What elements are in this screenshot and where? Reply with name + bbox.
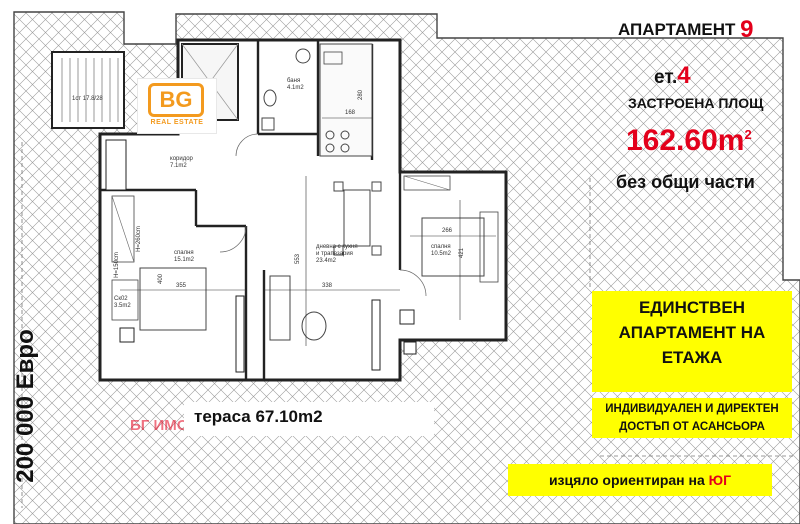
living-label: дневна с кухня и трапезария 23.4m2 <box>316 244 358 264</box>
no-common-parts: без общи части <box>616 172 755 192</box>
company-logo: BG REAL ESTATE <box>137 78 217 134</box>
apartment-title: АПАРТАМЕНТ 9 <box>618 16 754 44</box>
built-area-label: ЗАСТРОЕНА ПЛОЩ <box>628 95 764 111</box>
corridor-label: коридор 7.1m2 <box>170 156 193 169</box>
bedroom2-label: спалня 10.5m2 <box>431 244 452 257</box>
only-apartment-badge: ЕДИНСТВЕН АПАРТАМЕНТ НА ЕТАЖА <box>592 291 792 392</box>
area-exponent: 2 <box>744 127 752 142</box>
orientation-direction: ЮГ <box>708 472 732 488</box>
apartment-label: АПАРТАМЕНТ <box>618 20 736 39</box>
stairwell <box>51 51 125 129</box>
built-area-value: 162.60m2 <box>626 124 752 158</box>
dim-338: 338 <box>322 283 333 289</box>
price-text: 200 000 Евро <box>12 329 39 483</box>
area-number: 162.60m <box>626 124 745 157</box>
height-260: H=260cm <box>135 226 142 252</box>
dim-421: 421 <box>459 247 466 259</box>
floor-title: ет.4 <box>654 62 691 90</box>
floor-label: ет. <box>654 67 678 88</box>
floor-number: 4 <box>677 62 691 89</box>
elevator-access-badge: ИНДИВИДУАЛЕН И ДИРЕКТЕН ДОСТЪП ОТ АСАНСЬ… <box>592 398 792 438</box>
apartment-number: 9 <box>740 16 754 43</box>
height-150: H=150cm <box>113 252 120 278</box>
dim-168: 168 <box>345 110 356 116</box>
dim-400: 400 <box>158 273 165 285</box>
logo-subtitle: REAL ESTATE <box>150 119 204 126</box>
bedroom1-label: спалня 15.1m2 <box>174 250 195 263</box>
dim-280: 280 <box>358 89 365 101</box>
orientation-badge: изцяло ориентиран на ЮГ <box>508 464 772 496</box>
price-label: 200 000 Евро <box>4 308 48 504</box>
stairs-label: 1ст 17.8/28 <box>72 96 103 102</box>
dim-266: 266 <box>442 228 453 234</box>
closet-label: Ск02 3.5m2 <box>114 296 131 309</box>
dim-355: 355 <box>176 283 187 289</box>
dim-553: 553 <box>295 253 302 265</box>
terrace-label: тераса 67.10m2 <box>184 402 434 436</box>
orientation-text: изцяло ориентиран на <box>548 472 705 488</box>
logo-mark: BG <box>148 83 204 117</box>
bath-label: баня 4.1m2 <box>287 78 304 91</box>
